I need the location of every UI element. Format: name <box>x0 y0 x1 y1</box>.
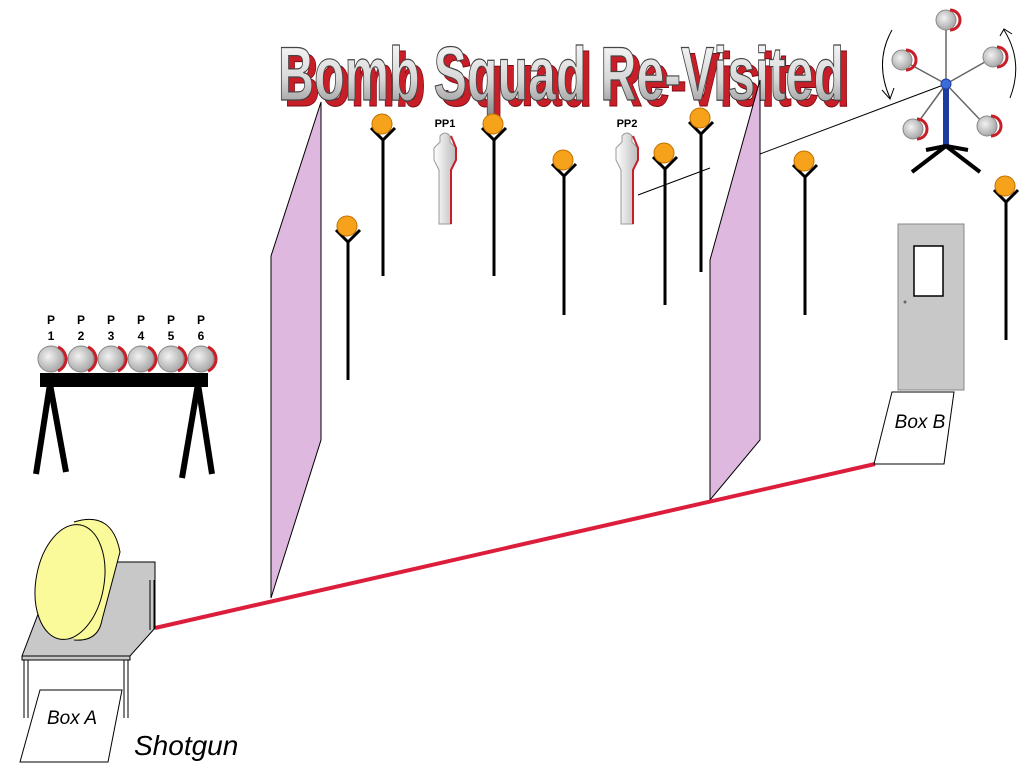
plate-number: 3 <box>108 329 115 343</box>
shotgun-label: Shotgun <box>134 730 238 761</box>
plate-letter: P <box>47 313 55 327</box>
box-a <box>19 689 123 763</box>
plate-number: 6 <box>198 329 205 343</box>
steel-plate-target-icon <box>791 150 819 315</box>
activator-wire <box>637 167 711 196</box>
door-icon <box>897 223 965 391</box>
drum-icon <box>34 518 121 641</box>
plate-target <box>127 345 158 373</box>
plate-target <box>97 345 128 373</box>
title-text: Bomb Squad Re-Visited <box>278 32 844 117</box>
box-b-label: Box B <box>895 412 946 433</box>
activator-wire-far <box>759 83 947 155</box>
plate-letter: P <box>197 313 205 327</box>
plate-target <box>67 345 98 373</box>
left-wall <box>270 101 322 599</box>
plate-target <box>187 345 218 373</box>
plate-letter: P <box>137 313 145 327</box>
steel-plate-target-icon <box>651 142 679 305</box>
plate-number: 5 <box>168 329 175 343</box>
right-wall <box>709 79 761 502</box>
steel-plate-target-icon <box>687 107 715 272</box>
plate-labels: P 1 P 2 P 3 P 4 P 5 P 6 <box>47 313 205 343</box>
title-shadow: Bomb Squad Re-Visited <box>284 38 850 123</box>
page-title: Bomb Squad Re-Visited Bomb Squad Re-Visi… <box>277 31 850 123</box>
plate-number: 2 <box>78 329 85 343</box>
plate-rack-icon <box>33 345 218 479</box>
popper-icon <box>433 132 457 225</box>
popper-label: PP1 <box>435 118 456 130</box>
plate-number: 1 <box>48 329 55 343</box>
plate-target <box>157 345 188 373</box>
popper-label: PP2 <box>617 118 638 130</box>
steel-plate-target-icon <box>480 113 508 276</box>
box-a-label: Box A <box>47 708 97 729</box>
steel-plate-target-icon <box>334 215 362 380</box>
plate-target <box>37 345 68 373</box>
steel-plate-target-icon <box>992 175 1020 340</box>
steel-plate-target-icon <box>369 113 397 276</box>
plate-letter: P <box>77 313 85 327</box>
plate-letter: P <box>107 313 115 327</box>
fault-line <box>154 462 876 630</box>
swinger-target-icon <box>881 8 1017 174</box>
popper-icon <box>615 132 639 225</box>
plate-number: 4 <box>138 329 145 343</box>
steel-plate-target-icon <box>550 149 578 315</box>
plate-letter: P <box>167 313 175 327</box>
box-b <box>873 391 955 465</box>
